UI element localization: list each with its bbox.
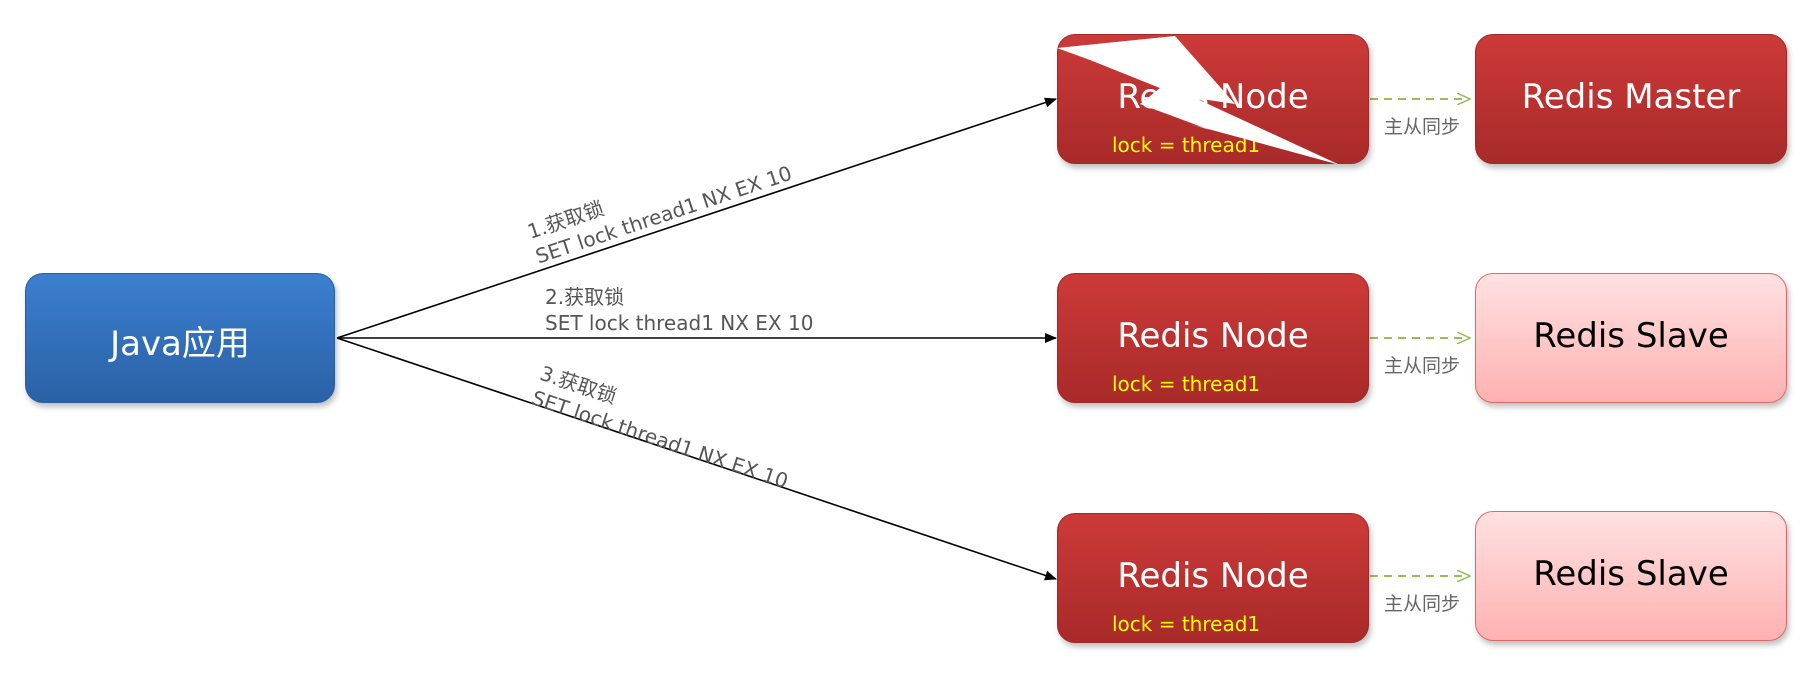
redis-master-box: Redis Master [1475,34,1787,164]
java-app-box: Java应用 [25,273,335,403]
request-label-2: 2.获取锁 SET lock thread1 NX EX 10 [545,284,813,336]
redis-node-2-lock: lock = thread1 [1112,372,1261,396]
request-arrow-3 [336,337,1057,581]
redis-node-3: Redis Node lock = thread1 [1057,513,1369,643]
redis-master-label: Redis Master [1521,77,1741,117]
sync-label-3: 主从同步 [1384,593,1461,615]
redis-slave-1-label: Redis Slave [1533,316,1729,356]
request-arrow-1 [336,97,1057,339]
redis-node-3-lock: lock = thread1 [1112,612,1261,636]
java-app-label: Java应用 [110,324,250,364]
redis-node-2-label: Redis Node [1117,316,1309,356]
request-2-command: SET lock thread1 NX EX 10 [545,311,814,335]
redis-node-3-label: Redis Node [1117,556,1309,596]
redis-slave-2-label: Redis Slave [1533,554,1729,594]
redis-node-1: Redis Node lock = thread1 [1057,34,1369,164]
redis-slave-box-1: Redis Slave [1475,273,1787,403]
sync-label-2: 主从同步 [1384,355,1461,377]
request-2-step: 2.获取锁 [545,285,625,309]
redis-slave-box-2: Redis Slave [1475,511,1787,641]
redis-node-1-lock: lock = thread1 [1112,133,1261,157]
redis-node-2: Redis Node lock = thread1 [1057,273,1369,403]
redis-node-1-label: Redis Node [1117,77,1309,117]
sync-label-1: 主从同步 [1384,116,1461,138]
